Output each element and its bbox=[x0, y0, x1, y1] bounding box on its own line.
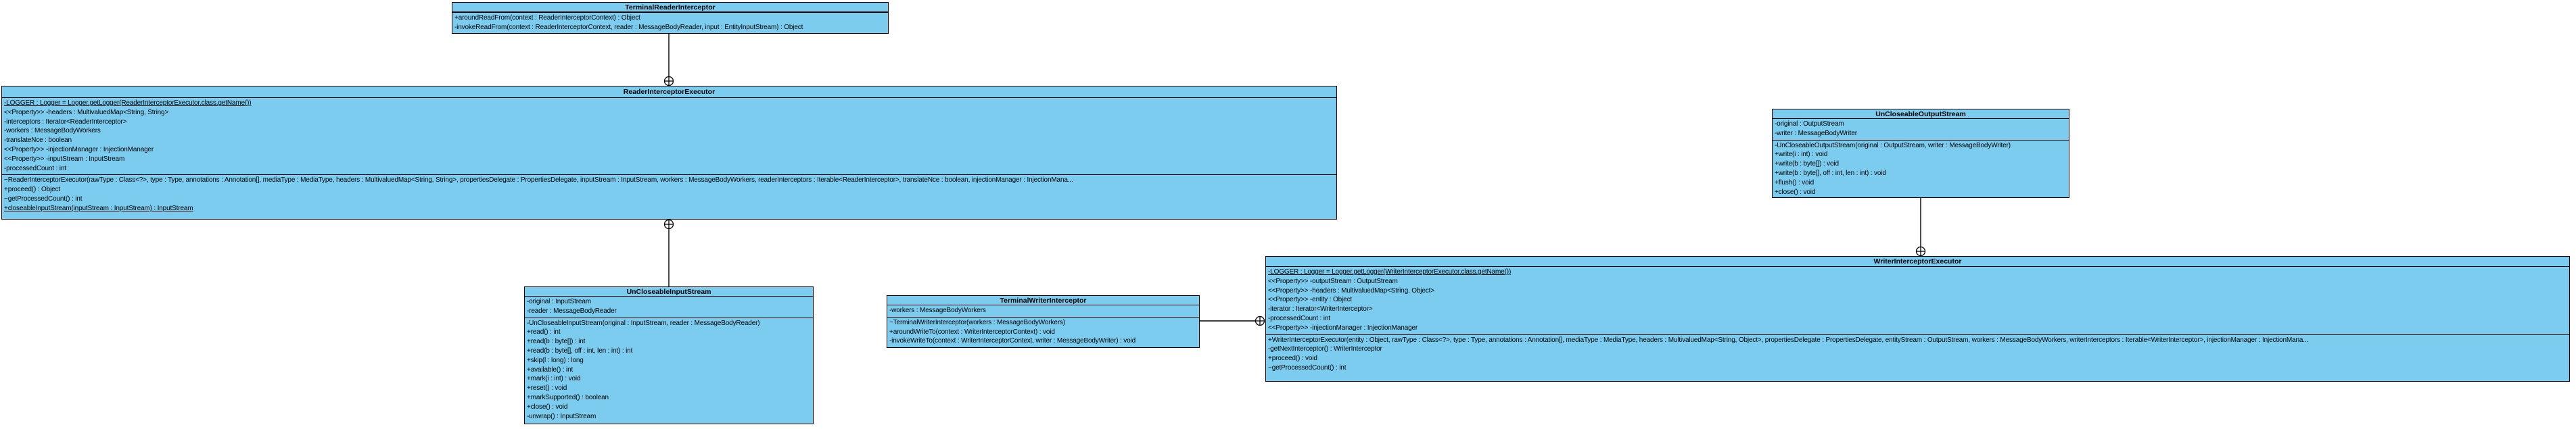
uml-attribute: -original : OutputStream bbox=[1775, 120, 1844, 128]
attributes-compartment: -original : InputStream -reader : Message… bbox=[525, 297, 813, 318]
uml-method: -invokeWriteTo(context : WriterIntercept… bbox=[889, 337, 1136, 345]
methods-compartment: +aroundReadFrom(context : ReaderIntercep… bbox=[452, 12, 888, 33]
circle-plus-anchor-icon bbox=[663, 76, 674, 86]
uml-attribute: <<Property>> -outputStream : OutputStrea… bbox=[1268, 277, 1398, 285]
uml-attribute: -processedCount : int bbox=[4, 164, 66, 172]
uml-method: +reset() : void bbox=[527, 384, 567, 393]
methods-compartment: +WriterInterceptorExecutor(entity : Obje… bbox=[1266, 334, 2569, 374]
uml-method: +close() : void bbox=[527, 403, 568, 411]
uml-method: +write(b : byte[], off : int, len : int)… bbox=[1775, 169, 1886, 177]
uml-attribute: <<Property>> -headers : MultivaluedMap<S… bbox=[1268, 286, 1434, 295]
uml-method: ~ReaderInterceptorExecutor(rawType : Cla… bbox=[4, 176, 1073, 184]
uml-attribute: -LOGGER : Logger = Logger.getLogger(Writ… bbox=[1268, 268, 1512, 276]
uml-method: -UnCloseableInputStream(original : Input… bbox=[527, 319, 760, 327]
uml-attribute: <<Property>> -entity : Object bbox=[1268, 296, 1353, 304]
uml-method: +markSupported() : boolean bbox=[527, 393, 609, 401]
uml-method: +skip(l : long) : long bbox=[527, 356, 584, 364]
class-title-terminal-writer-interceptor: TerminalWriterInterceptor bbox=[887, 296, 1199, 305]
uml-method: +aroundWriteTo(context : WriterIntercept… bbox=[889, 328, 1055, 336]
class-box-terminal-reader-interceptor[interactable]: TerminalReaderInterceptor +aroundReadFrom… bbox=[452, 2, 889, 34]
uml-method: ~getProcessedCount() : int bbox=[4, 195, 83, 203]
uml-attribute: -processedCount : int bbox=[1268, 314, 1330, 322]
uml-attribute: -workers : MessageBodyWorkers bbox=[4, 127, 101, 135]
uml-method: +closeableInputStream(inputStream : Inpu… bbox=[4, 204, 193, 212]
uml-attribute: -reader : MessageBodyReader bbox=[527, 307, 617, 315]
class-box-uncloseable-input-stream[interactable]: UnCloseableInputStream-original : InputS… bbox=[524, 286, 814, 424]
uml-attribute: <<Property>> -inputStream : InputStream bbox=[4, 155, 125, 163]
class-box-terminal-writer-interceptor[interactable]: TerminalWriterInterceptor -workers : Mess… bbox=[887, 295, 1200, 348]
attributes-compartment: -original : OutputStream-writer : Messag… bbox=[1773, 119, 2069, 140]
methods-compartment: -UnCloseableOutputStream(original : Outp… bbox=[1773, 139, 2069, 197]
uml-attribute: -writer : MessageBodyWriter bbox=[1775, 129, 1857, 137]
class-title-uncloseable-output-stream: UnCloseableOutputStream bbox=[1773, 109, 2069, 119]
uml-attribute: -iterator : Iterator<WriterInterceptor> bbox=[1268, 305, 1373, 313]
anchor-reader-executor-to-uncloseable-input[interactable] bbox=[663, 219, 674, 287]
attributes-compartment: -LOGGER : Logger = Logger.getLogger(Writ… bbox=[1266, 267, 2569, 334]
anchor-terminal-reader-to-reader-executor[interactable] bbox=[663, 34, 674, 86]
attributes-compartment: -workers : MessageBodyWorkers bbox=[887, 305, 1199, 317]
methods-compartment: ~TerminalWriterInterceptor(workers : Mes… bbox=[887, 316, 1199, 347]
uml-method: +flush() : void bbox=[1775, 178, 1814, 186]
anchor-terminal-writer-to-writer-executor[interactable] bbox=[1200, 316, 1265, 326]
uml-attribute: -LOGGER : Logger = Logger.getLogger(Read… bbox=[4, 99, 252, 107]
circle-plus-anchor-icon bbox=[663, 219, 674, 230]
uml-attribute: -translateNce : boolean bbox=[4, 136, 72, 145]
class-title-terminal-reader-interceptor: TerminalReaderInterceptor bbox=[452, 3, 888, 12]
circle-plus-anchor-icon bbox=[1255, 316, 1265, 326]
uml-method: ~TerminalWriterInterceptor(workers : Mes… bbox=[889, 318, 1065, 326]
uml-attribute: -interceptors : Iterator<ReaderIntercept… bbox=[4, 118, 127, 126]
uml-method: +proceed() : Object bbox=[4, 186, 61, 194]
class-box-reader-interceptor-executor[interactable]: ReaderInterceptorExecutor-LOGGER : Logge… bbox=[1, 86, 1337, 220]
uml-method: +available() : int bbox=[527, 365, 573, 374]
uml-method: +read(b : byte[], off : int, len : int) … bbox=[527, 347, 633, 355]
uml-method: -unwrap() : InputStream bbox=[527, 412, 596, 420]
uml-method: -invokeReadFrom(context : ReaderIntercep… bbox=[454, 23, 803, 31]
methods-compartment: ~ReaderInterceptorExecutor(rawType : Cla… bbox=[2, 174, 1336, 213]
uml-method: +aroundReadFrom(context : ReaderIntercep… bbox=[454, 14, 640, 22]
uml-method: +WriterInterceptorExecutor(entity : Obje… bbox=[1268, 336, 2309, 344]
uml-method: +close() : void bbox=[1775, 188, 1816, 196]
uml-attribute: -original : InputStream bbox=[527, 298, 591, 305]
class-title-writer-interceptor-executor: WriterInterceptorExecutor bbox=[1266, 257, 2569, 267]
uml-method: +read() : int bbox=[527, 328, 561, 336]
uml-attribute: -workers : MessageBodyWorkers bbox=[889, 307, 986, 314]
uml-method: +write(i : int) : void bbox=[1775, 151, 1828, 159]
class-box-writer-interceptor-executor[interactable]: WriterInterceptorExecutor-LOGGER : Logge… bbox=[1265, 256, 2570, 382]
uml-method: +mark(i : int) : void bbox=[527, 375, 581, 383]
uml-attribute: <<Property>> -injectionManager : Injecti… bbox=[1268, 324, 1418, 332]
class-title-uncloseable-input-stream: UnCloseableInputStream bbox=[525, 287, 813, 297]
uml-method: +write(b : byte[]) : void bbox=[1775, 160, 1839, 168]
attributes-compartment: -LOGGER : Logger = Logger.getLogger(Read… bbox=[2, 98, 1336, 174]
uml-method: -UnCloseableOutputStream(original : Outp… bbox=[1775, 141, 2011, 149]
uml-method: ~getProcessedCount() : int bbox=[1268, 363, 1346, 372]
uml-method: +read(b : byte[]) : int bbox=[527, 338, 586, 346]
circle-plus-anchor-icon bbox=[1915, 246, 1926, 257]
anchor-uncloseable-output-to-writer-executor[interactable] bbox=[1915, 198, 1926, 257]
methods-compartment: -UnCloseableInputStream(original : Input… bbox=[525, 317, 813, 422]
uml-method: +proceed() : void bbox=[1268, 355, 1317, 363]
uml-attribute: <<Property>> -injectionManager : Injecti… bbox=[4, 145, 154, 153]
class-box-uncloseable-output-stream[interactable]: UnCloseableOutputStream-original : Outpu… bbox=[1772, 109, 2069, 198]
uml-method: -getNextInterceptor() : WriterIntercepto… bbox=[1268, 345, 1382, 353]
uml-attribute: <<Property>> -headers : MultivaluedMap<S… bbox=[4, 108, 169, 116]
class-title-reader-interceptor-executor: ReaderInterceptorExecutor bbox=[2, 86, 1336, 98]
